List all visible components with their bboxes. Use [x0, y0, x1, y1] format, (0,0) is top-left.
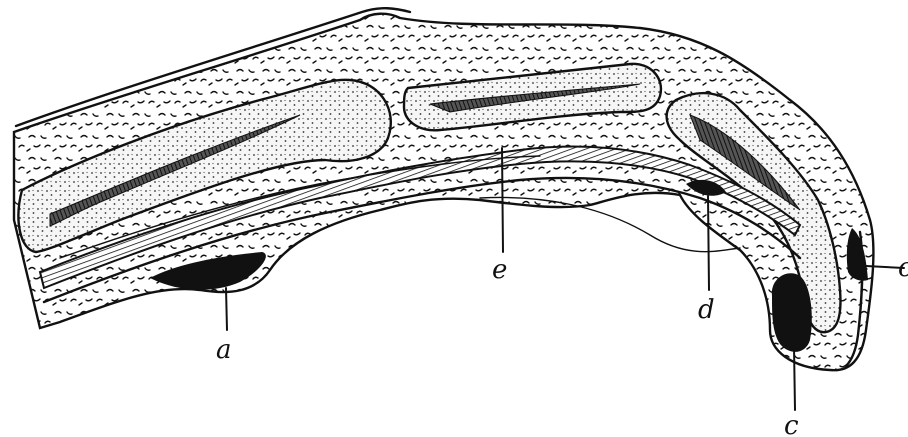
leader-c: [794, 346, 795, 410]
leader-a: [226, 288, 227, 330]
label-d: d: [698, 295, 715, 325]
leader-d: [708, 196, 709, 290]
label-f: c: [898, 253, 908, 283]
label-a: a: [216, 335, 232, 365]
label-c: c: [784, 411, 799, 437]
leader-e: [502, 148, 503, 252]
label-e: e: [492, 255, 507, 285]
lesion-c: [772, 273, 812, 352]
